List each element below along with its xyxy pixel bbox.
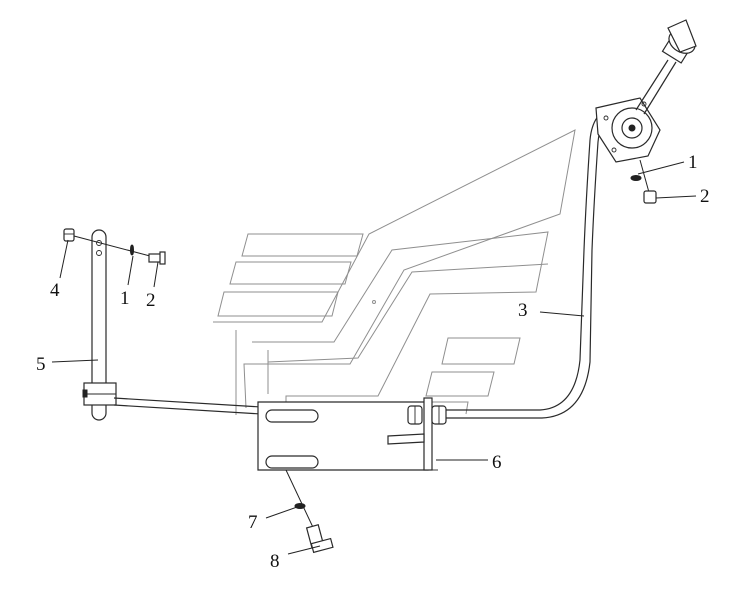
callout-5: 5 [36, 354, 46, 375]
callout-2-left: 2 [146, 290, 156, 311]
watermark-logo [213, 129, 576, 415]
hardware-set-bottom [285, 469, 334, 554]
callout-2-upper: 2 [700, 186, 710, 207]
callout-4: 4 [50, 280, 60, 301]
callout-7: 7 [248, 512, 258, 533]
callout-8: 8 [270, 551, 280, 572]
callout-1-upper: 1 [688, 152, 698, 173]
hardware-set-left [63, 228, 166, 265]
part-6-bracket [257, 397, 447, 471]
part-5-vertical-rod [82, 229, 117, 421]
callout-labels: 1 2 4 1 2 3 5 6 7 8 [36, 152, 710, 572]
shifter-assembly [595, 19, 697, 204]
callout-3: 3 [518, 300, 528, 321]
callout-leaders [51, 161, 697, 555]
callout-6: 6 [492, 452, 502, 473]
callout-1-left: 1 [120, 288, 130, 309]
